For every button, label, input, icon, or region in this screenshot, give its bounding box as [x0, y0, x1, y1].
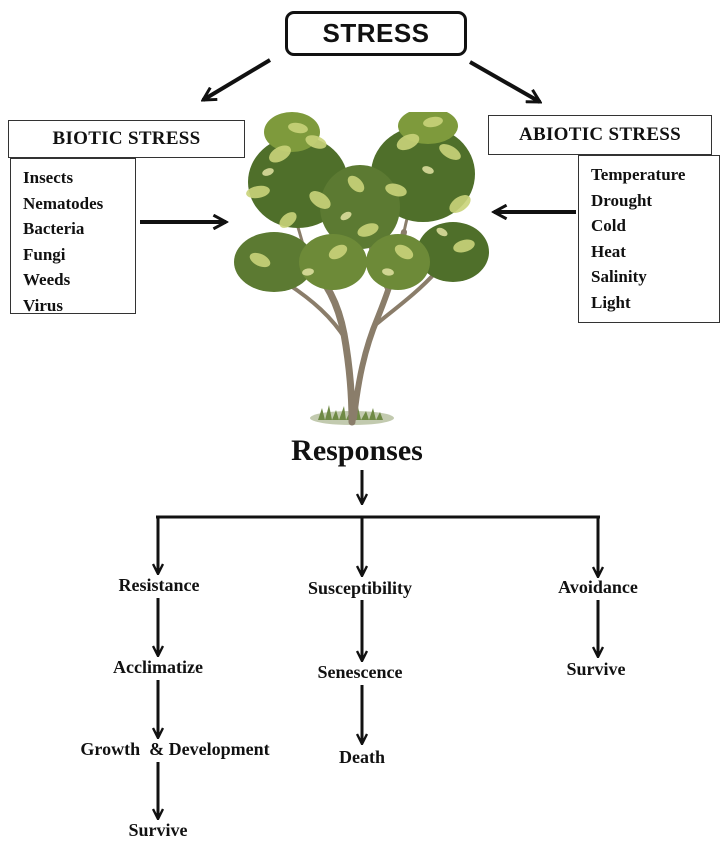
tree-foliage: [234, 112, 489, 292]
stress-box: STRESS: [285, 11, 467, 56]
biotic-item: Fungi: [23, 242, 135, 268]
response-avoidance: Avoidance: [558, 577, 638, 598]
tree-icon: [228, 112, 490, 430]
biotic-stress-header: BIOTIC STRESS: [8, 120, 245, 158]
abiotic-item: Drought: [591, 188, 719, 214]
response-survive-left: Survive: [128, 820, 187, 841]
response-acclimatize: Acclimatize: [113, 657, 203, 678]
response-senescence: Senescence: [318, 662, 403, 683]
arrow-stress-to-biotic: [203, 60, 270, 100]
responses-title: Responses: [291, 434, 423, 468]
biotic-item: Weeds: [23, 267, 135, 293]
biotic-item: Bacteria: [23, 216, 135, 242]
stress-title: STRESS: [322, 18, 429, 49]
abiotic-item: Temperature: [591, 162, 719, 188]
abiotic-stress-title: ABIOTIC STRESS: [519, 124, 681, 146]
biotic-item: Virus: [23, 293, 135, 319]
abiotic-item: Salinity: [591, 264, 719, 290]
biotic-item: Insects: [23, 165, 135, 191]
abiotic-stress-header: ABIOTIC STRESS: [488, 115, 712, 155]
response-survive-right: Survive: [566, 659, 625, 680]
biotic-item: Nematodes: [23, 191, 135, 217]
abiotic-stress-list: Temperature Drought Cold Heat Salinity L…: [578, 155, 720, 323]
response-growth-development: Growth & Development: [80, 739, 269, 760]
abiotic-item: Cold: [591, 213, 719, 239]
abiotic-item: Heat: [591, 239, 719, 265]
biotic-stress-list: Insects Nematodes Bacteria Fungi Weeds V…: [10, 158, 136, 314]
response-susceptibility: Susceptibility: [308, 578, 412, 599]
abiotic-item: Light: [591, 290, 719, 316]
biotic-stress-title: BIOTIC STRESS: [52, 128, 200, 150]
arrow-stress-to-abiotic: [470, 62, 540, 102]
response-death: Death: [339, 747, 385, 768]
response-resistance: Resistance: [119, 575, 200, 596]
